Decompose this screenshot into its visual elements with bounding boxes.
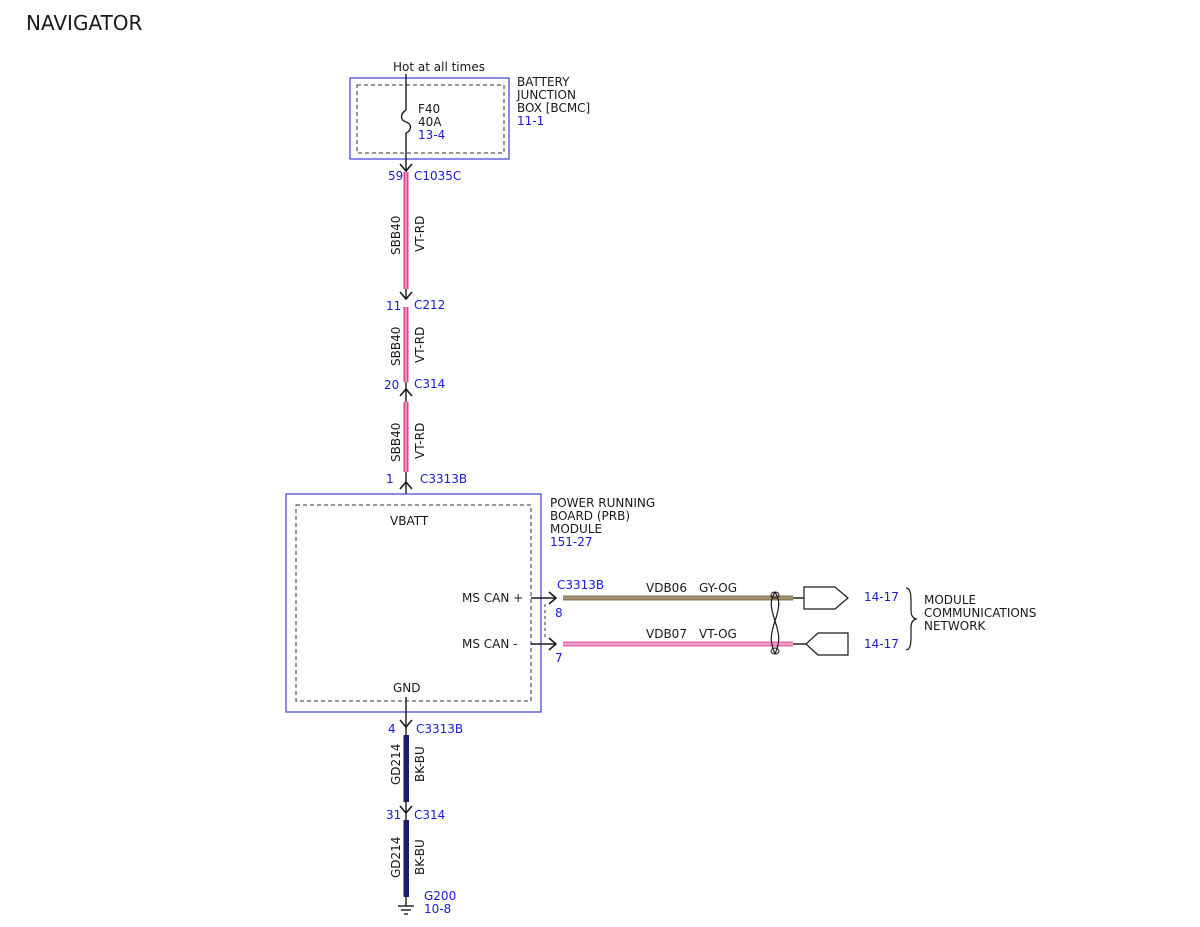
ground-ref: 10-8 (424, 902, 451, 916)
connector-name: C314 (414, 377, 445, 391)
fuse-icon (400, 109, 412, 134)
bjb-name-line-3: BOX [BCMC] (517, 101, 590, 115)
connector-arrow-icon (548, 637, 558, 651)
page-title: NAVIGATOR (26, 11, 143, 35)
module-pin-can-minus: MS CAN - (462, 637, 518, 651)
wire-circuit: GD214 (389, 744, 403, 785)
network-in-arrow-icon (793, 632, 849, 656)
wire-color: BK-BU (413, 839, 427, 875)
wire-color: BK-BU (413, 746, 427, 782)
connector-name: C314 (414, 808, 445, 822)
wire-vdb06: VDB06 GY-OG (563, 581, 793, 601)
connector-arrow-icon (548, 591, 558, 605)
network-name-line-1: MODULE (924, 593, 976, 607)
connector-pin: 59 (388, 169, 403, 183)
wire-sbb40-2: SBB40 VT-RD (389, 307, 427, 382)
wire-circuit: SBB40 (389, 423, 403, 462)
wire-color: VT-RD (413, 423, 427, 459)
fuse-name: F40 (418, 102, 440, 116)
connector-pin: 11 (386, 299, 401, 313)
connector-name: C1035C (414, 169, 461, 183)
wire-circuit: VDB07 (646, 627, 687, 641)
connector-pin: 20 (384, 378, 399, 392)
wire-sbb40-1: SBB40 VT-RD (389, 172, 427, 289)
ground-name: G200 (424, 889, 456, 903)
wire-circuit: VDB06 (646, 581, 687, 595)
connector-pin-plus: 8 (555, 606, 563, 620)
connector-pin-minus: 7 (555, 651, 563, 665)
module-name-line-3: MODULE (550, 522, 602, 536)
connector-arrow-icon (399, 719, 413, 729)
twisted-pair-icon (770, 591, 780, 655)
module-pin-vbatt: VBATT (390, 514, 429, 528)
connector-c212: 11 C212 (386, 289, 445, 313)
prb-module: VBATT MS CAN + MS CAN - GND POWER RUNNIN… (285, 493, 655, 713)
network-name-line-3: NETWORK (924, 619, 987, 633)
connector-arrow-icon (399, 805, 413, 815)
brace-icon (905, 587, 918, 651)
network-name-line-2: COMMUNICATIONS (924, 606, 1036, 620)
ground-icon (398, 897, 414, 915)
wire-circuit: SBB40 (389, 327, 403, 366)
connector-name: C3313B (416, 722, 463, 736)
connector-c314-bot: 31 C314 (386, 802, 445, 822)
connector-pin: 4 (388, 722, 396, 736)
connector-name: C3313B (420, 472, 467, 486)
module-pin-gnd: GND (393, 681, 421, 695)
wire-gd214-2: GD214 BK-BU (389, 820, 427, 897)
wire-color: VT-RD (413, 327, 427, 363)
connector-pin: 31 (386, 808, 401, 822)
module-ref: 151-27 (550, 535, 593, 549)
module-name-line-1: POWER RUNNING (550, 496, 655, 510)
battery-junction-box: BATTERY JUNCTION BOX [BCMC] 11-1 (349, 75, 590, 160)
connector-arrow-icon (399, 163, 413, 173)
fuse-f40: F40 40A 13-4 (400, 74, 445, 170)
wire-gd214-1: GD214 BK-BU (389, 735, 427, 802)
connector-c314-top: 20 C314 (384, 377, 445, 402)
module-pin-can-plus: MS CAN + (462, 591, 523, 605)
connector-pin: 1 (386, 472, 394, 486)
wire-sbb40-3: SBB40 VT-RD (389, 402, 427, 472)
module-name-line-2: BOARD (PRB) (550, 509, 630, 523)
wire-color: VT-RD (413, 216, 427, 252)
network-ref-plus: 14-17 (864, 590, 899, 604)
fuse-rating: 40A (418, 115, 442, 129)
wire-vdb07: VDB07 VT-OG (563, 627, 793, 647)
network-out-arrow-icon (793, 586, 849, 610)
wire-color: GY-OG (699, 581, 737, 595)
wire-color: VT-OG (699, 627, 737, 641)
connector-c1035c: 59 C1035C (388, 163, 461, 183)
wire-circuit: GD214 (389, 837, 403, 878)
bjb-ref: 11-1 (517, 114, 544, 128)
wire-circuit: SBB40 (389, 216, 403, 255)
connector-c3313b-gnd: 4 C3313B (388, 697, 463, 736)
connector-name: C3313B (557, 578, 604, 592)
network-ref-minus: 14-17 (864, 637, 899, 651)
bjb-name-line-2: JUNCTION (516, 88, 576, 102)
fuse-ref: 13-4 (418, 128, 445, 142)
power-source-label: Hot at all times (393, 60, 485, 74)
bjb-name-line-1: BATTERY (517, 75, 570, 89)
connector-name: C212 (414, 298, 445, 312)
connector-c3313b-can: C3313B 8 7 (531, 578, 604, 665)
